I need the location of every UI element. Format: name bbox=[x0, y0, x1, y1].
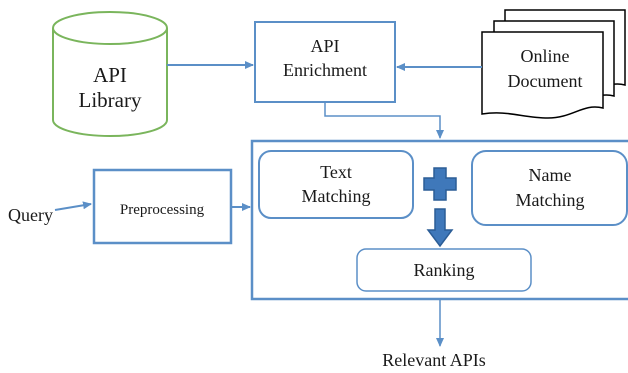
api-library-label-line1: API bbox=[93, 63, 127, 87]
api-library-node: API Library bbox=[52, 11, 168, 137]
online-document-node: Online Document bbox=[481, 9, 626, 119]
api-enrichment-label-line2: Enrichment bbox=[283, 60, 367, 80]
online-document-label-line1: Online bbox=[521, 46, 570, 66]
api-enrichment-label-line1: API bbox=[310, 36, 339, 56]
online-document-label-line2: Document bbox=[508, 71, 583, 91]
relevant-apis-label: Relevant APIs bbox=[382, 350, 486, 370]
query-label: Query bbox=[8, 205, 53, 225]
ranking-node: Ranking bbox=[356, 248, 532, 292]
name-matching-label-line1: Name bbox=[529, 165, 572, 185]
name-matching-node: Name Matching bbox=[471, 150, 628, 226]
api-enrichment-node: API Enrichment bbox=[254, 21, 396, 103]
preprocessing-label: Preprocessing bbox=[120, 202, 205, 218]
down-arrow-icon bbox=[426, 208, 454, 248]
ranking-label: Ranking bbox=[414, 260, 475, 280]
text-matching-label-line1: Text bbox=[320, 162, 352, 182]
preprocessing-node: Preprocessing bbox=[92, 168, 233, 245]
arrow-enrichment-to-matching bbox=[324, 102, 444, 139]
name-matching-label-line2: Matching bbox=[516, 190, 585, 210]
plus-icon bbox=[423, 167, 457, 201]
text-matching-label-line2: Matching bbox=[302, 186, 371, 206]
text-matching-node: Text Matching bbox=[258, 150, 414, 219]
arrow-query-to-preprocessing bbox=[54, 201, 92, 211]
api-library-label-line2: Library bbox=[79, 88, 142, 112]
